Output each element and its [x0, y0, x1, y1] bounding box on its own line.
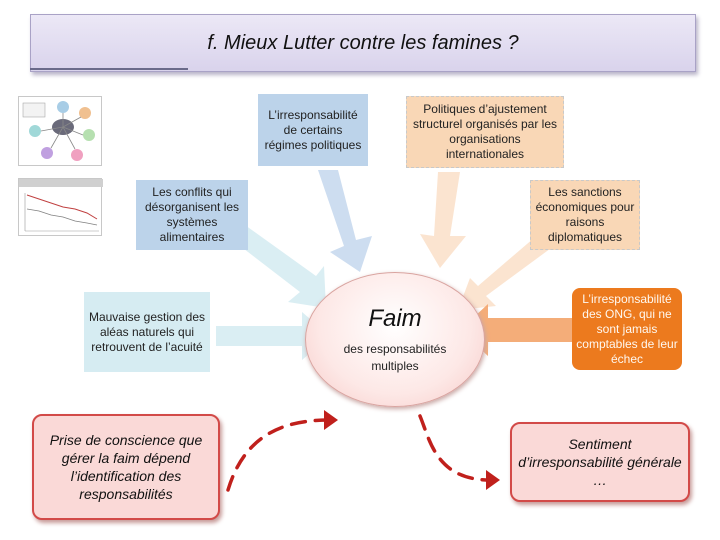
cause-ong: L’irresponsabilité des ONG, qui ne sont …	[572, 288, 682, 370]
dashed-arrow-left	[226, 418, 332, 492]
arrow-regimes	[318, 170, 372, 272]
arrow-aleas	[216, 312, 330, 360]
page-title: f. Mieux Lutter contre les famines ?	[207, 31, 519, 54]
cause-ajustement-text: Politiques d’ajustement structurel organ…	[412, 102, 558, 161]
dashed-arrow-left-head	[324, 410, 338, 430]
cause-regimes-text: L’irresponsabilité de certains régimes p…	[264, 107, 362, 152]
dashed-arrow-right-head	[486, 470, 500, 490]
arrow-ong	[460, 304, 572, 356]
cause-ong-text: L’irresponsabilité des ONG, qui ne sont …	[576, 291, 678, 366]
center-ellipse: Faim des responsabilités multiples	[305, 272, 485, 407]
chart-thumbnail[interactable]	[18, 178, 103, 236]
cause-conflits: Les conflits qui désorganisent les systè…	[136, 180, 248, 250]
cause-sanctions-text: Les sanctions économiques pour raisons d…	[535, 185, 635, 244]
conclusion-conscience-text: Prise de conscience que gérer la faim dé…	[49, 432, 203, 502]
title-bar: f. Mieux Lutter contre les famines ?	[30, 14, 696, 72]
cause-sanctions: Les sanctions économiques pour raisons d…	[530, 180, 640, 250]
conclusion-conscience: Prise de conscience que gérer la faim dé…	[32, 414, 220, 520]
cause-conflits-text: Les conflits qui désorganisent les systè…	[144, 185, 240, 244]
cause-ajustement: Politiques d’ajustement structurel organ…	[406, 96, 564, 168]
arrow-ajustement	[420, 172, 466, 268]
conclusion-sentiment-text: Sentiment d’irresponsabilité générale …	[518, 436, 682, 488]
cause-aleas: Mauvaise gestion des aléas naturels qui …	[84, 292, 210, 372]
title-underline	[30, 68, 188, 70]
arrow-conflits	[222, 220, 326, 308]
diagram-thumbnail-graphic	[22, 101, 95, 161]
center-label: Faim	[368, 304, 422, 332]
chart-thumbnail-graphic	[19, 179, 103, 232]
diagram-thumbnail[interactable]	[18, 96, 102, 166]
center-subtitle: des responsabilités multiples	[343, 341, 447, 373]
cause-regimes: L’irresponsabilité de certains régimes p…	[258, 94, 368, 166]
cause-aleas-text: Mauvaise gestion des aléas naturels qui …	[88, 309, 206, 354]
dashed-arrow-right	[418, 414, 492, 482]
conclusion-sentiment: Sentiment d’irresponsabilité générale …	[510, 422, 690, 502]
